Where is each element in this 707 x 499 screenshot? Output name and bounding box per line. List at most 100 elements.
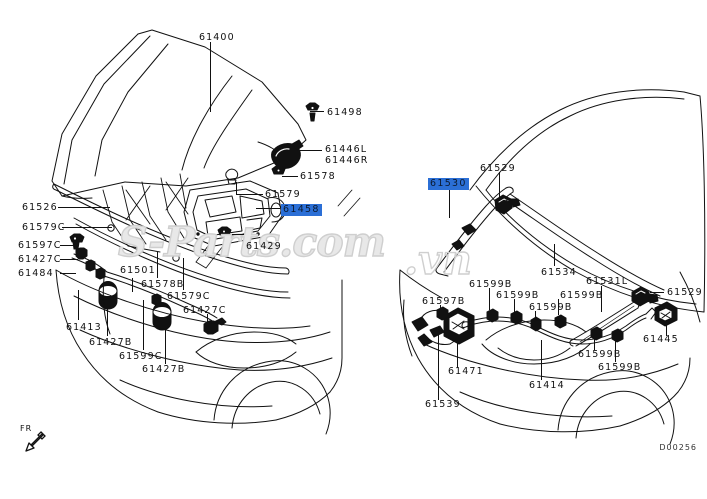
part-number-61599b[interactable]: 61599B xyxy=(598,362,642,373)
part-number-61445[interactable]: 61445 xyxy=(643,334,679,345)
leader-61530 xyxy=(449,186,450,218)
cowl-seal-61534 xyxy=(505,193,665,297)
part-number-61599b[interactable]: 61599B xyxy=(496,290,540,301)
nut-61429 xyxy=(217,226,232,236)
part-number-61484[interactable]: 61484 xyxy=(18,268,54,279)
part-number-61427b[interactable]: 61427B xyxy=(142,364,186,375)
leader-61599b1 xyxy=(489,288,490,310)
hood-outer-panel xyxy=(51,29,307,199)
leader-61501 xyxy=(132,278,133,292)
part-number-61534[interactable]: 61534 xyxy=(541,267,577,278)
hood-bumper-61579 xyxy=(225,168,239,185)
cowl-weatherstrip-61530 xyxy=(435,186,514,277)
leader-61597c xyxy=(60,245,74,246)
front-body-outline-left xyxy=(55,269,343,435)
leader-61429 xyxy=(232,234,244,235)
part-number-61599c[interactable]: 61599C xyxy=(119,351,163,362)
part-number-61427c[interactable]: 61427C xyxy=(183,305,227,316)
part-number-61531l[interactable]: 61531L xyxy=(586,276,629,287)
part-number-61599b[interactable]: 61599B xyxy=(529,302,573,313)
clip-61529-lower xyxy=(631,286,659,307)
part-number-61529[interactable]: 61529 xyxy=(480,163,516,174)
part-number-61579[interactable]: 61579 xyxy=(265,189,301,200)
part-number-61526[interactable]: 61526 xyxy=(22,202,58,213)
fr-direction-arrow-icon xyxy=(25,431,46,452)
a-pillar-right xyxy=(679,271,701,323)
cowl-seal-61531l xyxy=(569,301,640,347)
leader-61599b4 xyxy=(535,311,536,319)
part-number-61413[interactable]: 61413 xyxy=(66,322,102,333)
fr-marker-label: FR xyxy=(20,424,33,433)
leader-61599b5 xyxy=(594,338,595,350)
part-number-61599b[interactable]: 61599B xyxy=(560,290,604,301)
leader-61579c2 xyxy=(183,258,184,290)
hood-seal-strip-lower xyxy=(73,217,291,299)
hood-inner-frame xyxy=(102,173,189,253)
part-number-61597c[interactable]: 61597C xyxy=(18,240,62,251)
part-number-61458[interactable]: 61458 xyxy=(281,204,322,216)
figure-code: D00256 xyxy=(659,443,697,452)
leader-61597b xyxy=(440,305,441,311)
part-number-61578b[interactable]: 61578B xyxy=(141,279,185,290)
part-number-61539[interactable]: 61539 xyxy=(425,399,461,410)
part-number-61446l[interactable]: 61446L xyxy=(325,144,368,155)
view-edge-marks xyxy=(195,189,361,269)
part-number-61530[interactable]: 61530 xyxy=(428,178,469,190)
leader-61599c xyxy=(143,300,144,350)
part-number-61498[interactable]: 61498 xyxy=(327,107,363,118)
leader-61578 xyxy=(282,176,298,177)
leader-61599b3 xyxy=(558,299,559,315)
leader-61539 xyxy=(438,330,439,400)
part-number-61427b[interactable]: 61427B xyxy=(89,337,133,348)
hood-latch-assembly-61471 xyxy=(411,307,475,347)
part-number-61501[interactable]: 61501 xyxy=(120,265,156,276)
leader-61427c2 xyxy=(207,314,208,326)
grommet xyxy=(172,254,180,262)
leader-61445 xyxy=(666,322,667,336)
leader-61529-r xyxy=(650,292,664,293)
leader-61471 xyxy=(457,338,458,368)
part-number-61579c[interactable]: 61579C xyxy=(22,222,66,233)
release-handle-61413 xyxy=(98,281,118,310)
leader-61413 xyxy=(78,290,79,320)
nut-61597c xyxy=(69,233,85,250)
bracket-61445 xyxy=(654,301,678,327)
nut-61578 xyxy=(271,165,286,175)
leader-61446 xyxy=(298,150,322,151)
leader-61578b xyxy=(157,252,158,278)
leader-61526 xyxy=(58,207,110,208)
part-number-61429[interactable]: 61429 xyxy=(246,241,282,252)
leader-61458 xyxy=(256,208,280,209)
leader-61579 xyxy=(236,194,263,195)
release-handle-second xyxy=(152,302,172,331)
hood-hinge-61446 xyxy=(271,139,304,169)
part-number-61400[interactable]: 61400 xyxy=(199,32,235,43)
bolt-61498 xyxy=(305,102,320,122)
part-number-61599b[interactable]: 61599B xyxy=(578,349,622,360)
leader-61427b xyxy=(107,300,108,336)
leader-61414 xyxy=(541,340,542,380)
leader-61400 xyxy=(210,42,211,112)
grommet xyxy=(107,224,115,232)
leader-61579c xyxy=(62,227,112,228)
part-number-61446r[interactable]: 61446R xyxy=(325,155,369,166)
leader-61534 xyxy=(554,244,555,266)
leader-61498 xyxy=(310,111,324,112)
leader-61599b6 xyxy=(615,340,616,362)
leader-61427b2 xyxy=(165,320,166,364)
part-number-61471[interactable]: 61471 xyxy=(448,366,484,377)
leader-61531l xyxy=(601,286,602,312)
clip-61427c-left xyxy=(75,247,88,260)
part-number-61427c[interactable]: 61427C xyxy=(18,254,62,265)
hood-seal-strip-61526 xyxy=(52,183,290,275)
part-number-61597b[interactable]: 61597B xyxy=(422,296,466,307)
part-number-61579c[interactable]: 61579C xyxy=(167,291,211,302)
part-number-61599b[interactable]: 61599B xyxy=(469,279,513,290)
leader-61599b2 xyxy=(514,299,515,312)
part-number-61414[interactable]: 61414 xyxy=(529,380,565,391)
part-number-61578[interactable]: 61578 xyxy=(300,171,336,182)
part-number-61529[interactable]: 61529 xyxy=(667,287,703,298)
